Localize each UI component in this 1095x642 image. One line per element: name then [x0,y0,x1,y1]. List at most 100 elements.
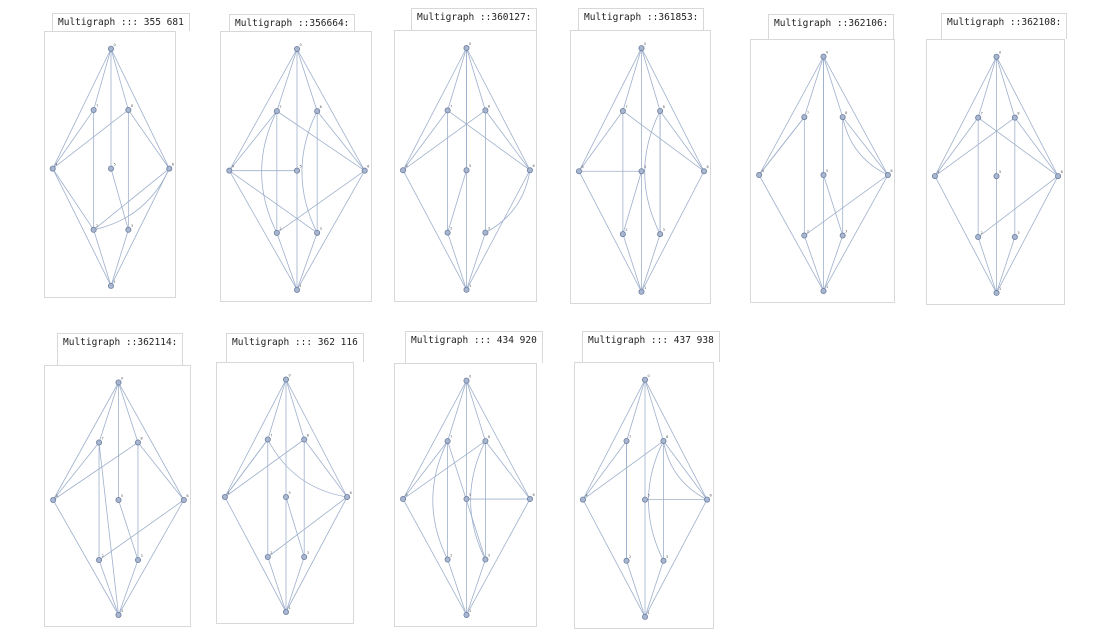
vertex-label: 8 [488,435,490,439]
vertex-label: 3 [845,230,847,234]
vertex-label: 2 [629,555,631,559]
vertex-label: 8 [320,105,322,109]
vertex-label: 8 [663,105,665,109]
graph-vertex [115,496,122,503]
vertex-label: 6 [172,163,174,167]
graph-edge [641,47,661,112]
graph-vertex [283,376,290,383]
graph-edge [229,170,318,234]
graph-edge [316,110,365,171]
graph-vertex [820,172,827,179]
graph-edge [622,110,705,172]
graph-edge [578,47,642,172]
graph-vertex [463,377,470,384]
graph-edge [996,56,1059,177]
graph-title: Multigraph ::360127: [411,8,538,30]
vertex-label: 1 [114,280,116,284]
graph-vertex [180,496,187,503]
graph-curved-edge [648,440,664,561]
graph-vertex [993,53,1000,60]
graph-edge [118,382,185,501]
graph-vertex [134,439,141,446]
graph-edge [93,48,112,111]
graph-vertex [108,282,115,289]
vertex-label: 7 [270,434,272,438]
graph-edge [485,110,531,171]
vertex-label: 7 [96,104,98,108]
graph-edge [641,233,661,292]
vertex-label: 5 [114,163,116,167]
graph-edge [641,47,705,172]
vertex-label: 7 [981,112,983,116]
graph-edge [285,496,305,558]
graph-edge [118,499,185,616]
graph-vertex [642,376,649,383]
graph-edge [110,48,170,169]
graph-edge [276,48,298,112]
graph-vertex [526,496,533,503]
graph-edge [402,440,486,500]
graph-curved-edge [663,440,708,500]
graph-edge [110,168,170,287]
vertex-label: 0 [826,51,828,55]
graph-curved-edge [432,440,448,560]
graph-edge [644,499,708,618]
graph-edge [578,171,642,292]
graph-vertex [221,493,228,500]
graph-edge [823,56,844,118]
vertex-label: 5 [644,165,646,169]
graph-vertex [90,106,97,113]
graph-edge [934,56,997,177]
graph-edge [402,380,467,500]
graph-title: Multigraph ::: 362 116 [226,333,364,362]
vertex-label: 4 [406,164,409,168]
graph-vertex [115,611,122,618]
graph-edge [285,556,305,613]
graph-vertex [623,557,630,564]
graph-vertex [660,557,667,564]
graph-vertex [444,107,451,114]
graph-edge [118,499,139,561]
vertex-label: 7 [629,435,631,439]
graph-vertex [801,114,808,121]
graph-edge [466,170,531,290]
graph-edge [296,232,318,290]
graph-edge [977,56,997,118]
graph-curved-edge [267,439,348,498]
graph-edge [803,235,824,292]
graph-edge [303,439,348,498]
graph-edge [447,380,467,442]
graph-edge [934,175,997,294]
graph-edge [842,116,889,176]
graph-edge [447,47,467,111]
vertex-label: 2 [450,227,452,231]
vertex-label: 2 [981,231,983,235]
graph-vertex [993,289,1000,296]
graph-edge [229,110,278,171]
graph-edge [402,110,448,171]
vertex-label: 1 [121,609,123,613]
vertex-label: 0 [999,51,1001,55]
graph-vertex [400,496,407,503]
graph-edge [626,379,646,442]
graph-edge [582,379,646,500]
graph-title: Multigraph ::: 355 681 [52,13,190,31]
vertex-label: 2 [279,227,281,231]
vertex-label: 5 [826,169,828,173]
vertex-label: 1 [826,285,828,289]
graph-curved-edge [644,110,661,235]
graph-curved-edge [301,110,318,234]
graph-edge [804,174,889,236]
graph-vertex [482,229,489,236]
graph-edge [98,499,185,561]
vertex-label: 3 [488,554,490,558]
